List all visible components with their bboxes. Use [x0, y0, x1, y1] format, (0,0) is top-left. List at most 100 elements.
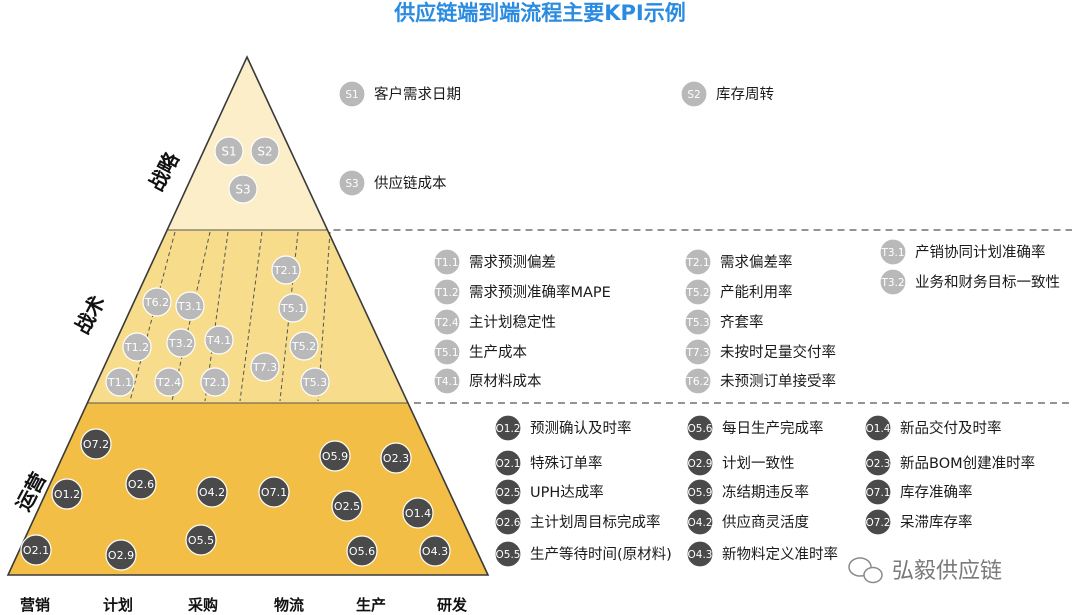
kpi-badge: O4.2 [196, 476, 228, 508]
badge-circle [686, 414, 714, 442]
badge-circle [228, 174, 258, 204]
badge-circle [494, 414, 522, 442]
badge-code: O2.1 [496, 458, 521, 470]
legend-label: 每日生产完成率 [722, 420, 824, 437]
badge-circle [154, 367, 184, 397]
badge-code: O5.9 [688, 487, 713, 499]
legend-label: 库存准确率 [900, 484, 973, 501]
kpi-badge: O7.2 [80, 428, 112, 460]
legend-label: 库存周转 [716, 86, 774, 103]
kpi-badge: O5.9 [319, 440, 351, 472]
badge-circle [258, 476, 290, 508]
badge-code: T5.2 [685, 287, 709, 299]
badge-code: T2.1 [202, 376, 227, 389]
badge-code: O2.9 [688, 458, 713, 470]
badge-code: O1.2 [54, 488, 80, 501]
badge-code: O4.3 [688, 549, 713, 561]
kpi-badge: O1.2 [51, 478, 83, 510]
badge-code: T5.1 [434, 347, 458, 359]
badge-code: T3.1 [880, 247, 904, 259]
function-label: 营销 [20, 596, 50, 614]
kpi-badge: O5.6 [346, 535, 378, 567]
function-label: 计划 [103, 596, 133, 614]
kpi-badge: O7.1 [258, 476, 290, 508]
badge-code: S1 [221, 144, 236, 158]
legend-label: UPH达成率 [530, 484, 604, 501]
badge-code: T6.2 [144, 296, 169, 309]
badge-code: T1.2 [124, 341, 149, 354]
kpi-badge: T5.2 [289, 331, 319, 361]
badge-circle [686, 540, 714, 568]
badge-circle [684, 278, 712, 306]
badge-circle [684, 338, 712, 366]
kpi-badge: O2.3 [380, 442, 412, 474]
badge-code: O5.5 [188, 534, 214, 547]
level-label-strategic: 战略 [144, 148, 184, 195]
tactical-column-divider [129, 231, 176, 402]
badge-circle [185, 524, 217, 556]
function-labels: 营销计划采购物流生产研发 [20, 596, 468, 614]
badge-circle [250, 352, 280, 382]
kpi-badge: O2.3 [864, 449, 892, 477]
badge-code: S1 [345, 89, 358, 101]
kpi-badge: T3.1 [175, 291, 205, 321]
badge-circle [684, 308, 712, 336]
legend-label: 呆滞库存率 [900, 514, 973, 531]
kpi-badge: T1.1 [105, 367, 135, 397]
kpi-badge: T7.3 [684, 338, 712, 366]
legend-label: 主计划周目标完成率 [530, 514, 661, 531]
badge-circle [879, 268, 907, 296]
kpi-badge: T6.2 [142, 287, 172, 317]
badge-code: T7.3 [685, 347, 709, 359]
badge-code: T1.2 [434, 287, 458, 299]
badge-circle [864, 478, 892, 506]
kpi-badge: T5.3 [300, 367, 330, 397]
function-label: 物流 [274, 596, 304, 614]
badge-code: O5.5 [496, 549, 521, 561]
kpi-badge: O1.4 [402, 497, 434, 529]
badge-circle [433, 248, 461, 276]
badge-circle [319, 440, 351, 472]
kpi-badge: O5.5 [185, 524, 217, 556]
badge-circle [214, 136, 244, 166]
badge-circle [433, 308, 461, 336]
badge-circle [331, 490, 363, 522]
badge-code: O1.4 [866, 423, 891, 435]
badge-code: O2.5 [496, 487, 521, 499]
legend-label: 特殊订单率 [530, 455, 603, 472]
badge-circle [433, 338, 461, 366]
kpi-badge: O5.6 [686, 414, 714, 442]
tactical-tier [87, 230, 408, 403]
badge-circle [864, 449, 892, 477]
badge-code: T2.1 [685, 257, 709, 269]
badge-code: T5.2 [291, 340, 316, 353]
badge-circle [338, 80, 366, 108]
kpi-badge: T2.1 [271, 255, 301, 285]
badge-code: O2.9 [108, 549, 134, 562]
kpi-badge: S3 [228, 174, 258, 204]
operational-tier [8, 403, 488, 575]
badge-circle [380, 442, 412, 474]
badge-circle [166, 328, 196, 358]
kpi-badge: T4.1 [204, 325, 234, 355]
badge-circle [433, 367, 461, 395]
badge-circle [289, 331, 319, 361]
legend-label: 生产成本 [469, 344, 527, 361]
legend-label: 业务和财务目标一致性 [915, 274, 1060, 291]
badge-code: T1.1 [434, 257, 458, 269]
kpi-badge: T1.2 [433, 278, 461, 306]
badge-code: O7.2 [83, 438, 109, 451]
kpi-badge: S1 [338, 80, 366, 108]
badge-circle [346, 535, 378, 567]
kpi-badge: O7.1 [864, 478, 892, 506]
badge-circle [684, 248, 712, 276]
legend-label: 未按时足量交付率 [720, 343, 836, 361]
